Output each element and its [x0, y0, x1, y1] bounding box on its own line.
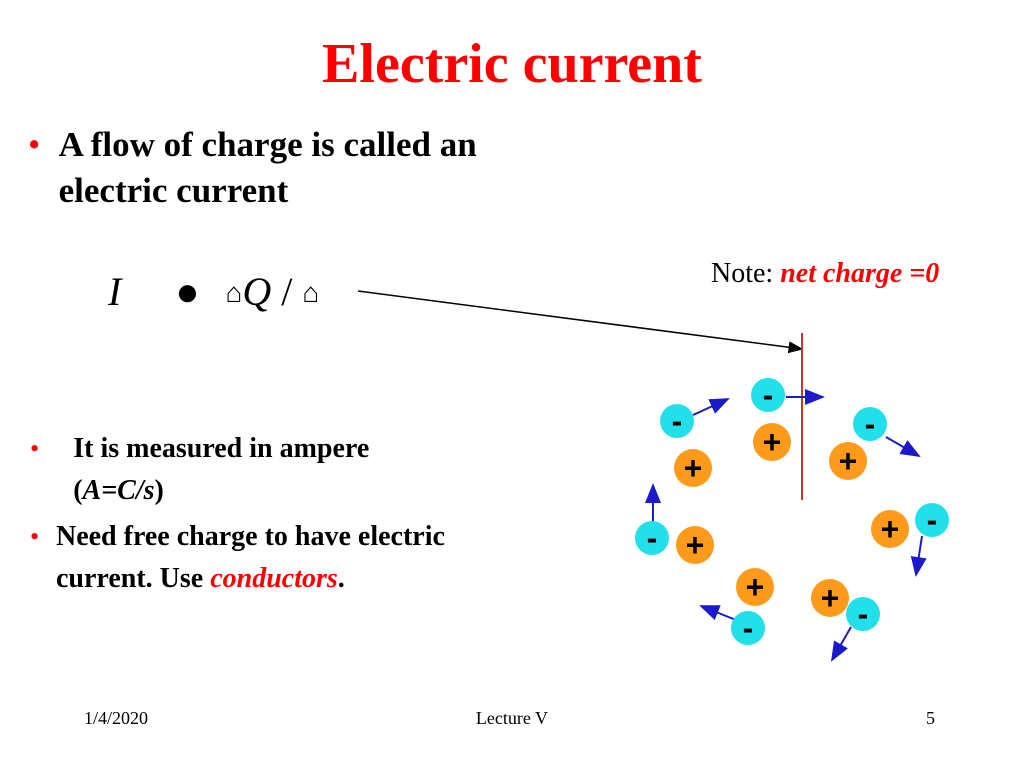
velocity-arrow	[831, 626, 852, 662]
divider: /	[281, 269, 293, 314]
positive-charge: +	[736, 568, 774, 606]
positive-charge: +	[753, 423, 791, 461]
current-formula: I ● ⌂Q / ⌂	[108, 268, 319, 315]
bullet-marker: •	[30, 522, 40, 551]
svg-text:+: +	[763, 424, 782, 460]
velocity-arrow	[885, 436, 921, 457]
svg-text:+: +	[821, 580, 840, 616]
positive-charges: + + + + + + +	[674, 423, 909, 617]
negative-charge: -	[660, 403, 694, 439]
velocity-arrow	[692, 398, 730, 416]
positive-charge: +	[674, 449, 712, 487]
bullet-ampere: • It is measured in ampere (A=C/s)	[30, 428, 460, 512]
svg-text:-: -	[672, 403, 683, 439]
bullet-ampere-text: It is measured in ampere (A=C/s)	[73, 433, 370, 506]
note: Note: net charge =0	[711, 258, 939, 290]
footer-date: 1/4/2020	[84, 708, 149, 728]
main-bullet-text: A flow of charge is called an electric c…	[58, 125, 477, 210]
svg-text:+: +	[839, 443, 858, 479]
charge-symbol: Q	[242, 269, 272, 314]
negative-charge: -	[635, 520, 669, 556]
svg-text:+: +	[881, 511, 900, 547]
footer-page-number: 5	[926, 708, 935, 728]
bullet-conductors-text: Need free charge to have electric curren…	[55, 521, 445, 594]
bullet-marker: •	[30, 434, 40, 463]
svg-text:-: -	[743, 610, 754, 646]
positive-charge: +	[811, 579, 849, 617]
velocity-arrow	[910, 535, 927, 577]
svg-text:-: -	[927, 502, 938, 538]
positive-charge: +	[871, 510, 909, 548]
footer-lecture: Lecture V	[475, 708, 549, 728]
positive-charge: +	[676, 526, 714, 564]
delta-t-glyph-icon: ⌂	[302, 278, 320, 309]
svg-text:-: -	[647, 520, 658, 556]
svg-text:+: +	[684, 450, 703, 486]
svg-text:+: +	[686, 527, 705, 563]
note-value: net charge =0	[780, 258, 940, 289]
slide-title: Electric current	[322, 33, 702, 95]
negative-charge: -	[751, 377, 785, 413]
current-symbol: I	[108, 269, 122, 314]
delta-glyph-icon: ⌂	[225, 278, 243, 309]
negative-charges: - - - - - - -	[635, 377, 949, 646]
main-bullet: • A flow of charge is called an electric…	[28, 122, 588, 214]
svg-text:+: +	[746, 569, 765, 605]
note-label: Note:	[711, 258, 774, 289]
svg-text:-: -	[858, 596, 869, 632]
svg-text:-: -	[865, 406, 876, 442]
positive-charge: +	[829, 442, 867, 480]
svg-text:-: -	[763, 377, 774, 413]
bullet-marker: •	[28, 125, 41, 164]
negative-charge: -	[853, 406, 887, 442]
negative-charge: -	[846, 596, 880, 632]
pointer-arrow	[357, 290, 804, 354]
equals-glyph-icon: ●	[175, 269, 200, 314]
bullet-conductors: • Need free charge to have electric curr…	[30, 516, 460, 600]
negative-charge: -	[915, 502, 949, 538]
negative-charge: -	[731, 610, 765, 646]
